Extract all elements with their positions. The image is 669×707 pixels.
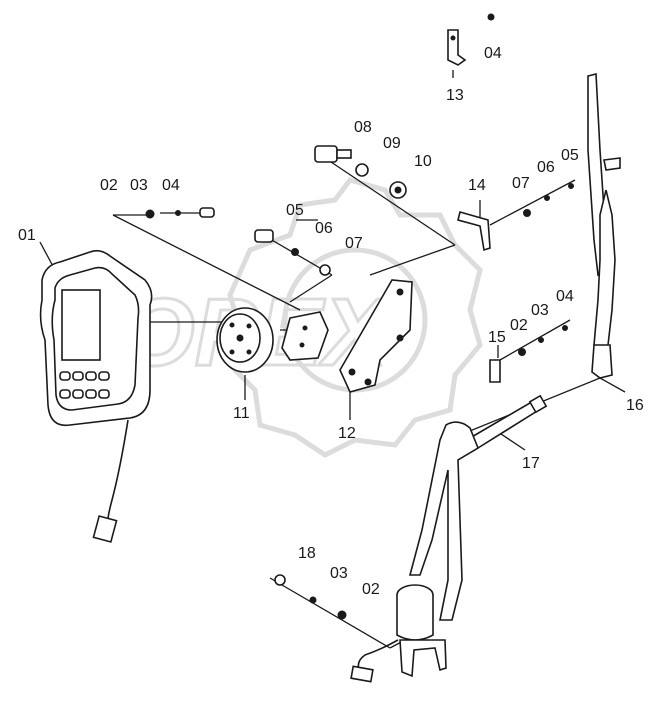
watermark-gear	[227, 177, 483, 458]
fasteners-upper	[314, 145, 407, 199]
leader-18-row	[269, 577, 391, 649]
fasteners-left	[145, 207, 215, 219]
fasteners-lower	[274, 574, 347, 620]
clip-13	[447, 13, 495, 66]
callout-04b: 04	[484, 45, 502, 62]
callout-07b: 07	[512, 175, 530, 192]
callout-18: 18	[298, 545, 316, 562]
wiper-arm	[587, 72, 621, 379]
display-monitor	[39, 249, 153, 543]
callout-06b: 06	[537, 159, 555, 176]
bolt-08	[314, 145, 338, 163]
washer-02a	[145, 209, 155, 219]
wiper-arm-hub	[591, 344, 613, 379]
display-cable	[107, 419, 129, 521]
mount-plate	[216, 307, 274, 373]
bolt-05b	[568, 183, 574, 189]
callout-04a: 04	[162, 177, 180, 194]
washer-06b	[544, 195, 550, 201]
callout-08: 08	[354, 119, 372, 136]
callout-11: 11	[233, 405, 250, 422]
washer-06a	[291, 248, 299, 256]
motor-connector	[350, 665, 374, 683]
display-screen	[61, 289, 101, 361]
clip-14	[457, 183, 574, 252]
callout-09: 09	[383, 135, 401, 152]
washer-03b	[538, 337, 544, 343]
bolt-05a	[254, 229, 274, 243]
leader-15-row	[499, 319, 571, 361]
nut-07b	[523, 209, 531, 217]
bolt-04a	[199, 207, 215, 218]
washer-02b	[518, 348, 526, 356]
leader-screen-to-bracket	[112, 214, 301, 311]
bolt-04c	[562, 325, 568, 331]
callout-03a: 03	[130, 177, 148, 194]
leader-14-row	[489, 179, 576, 226]
callout-03b: 03	[531, 302, 549, 319]
callout-04c: 04	[556, 288, 574, 305]
leader-08-row	[324, 157, 456, 246]
wiper-spindle	[468, 394, 548, 450]
callout-05b: 05	[561, 147, 579, 164]
callout-17: 17	[522, 455, 540, 472]
callout-16: 16	[626, 397, 644, 414]
clip-15	[489, 325, 568, 383]
callout-14: 14	[468, 177, 486, 194]
callout-02a: 02	[100, 177, 118, 194]
motor-cable	[357, 639, 399, 673]
callout-15: 15	[488, 329, 506, 346]
leader-08-down	[369, 244, 456, 276]
callout-05a: 05	[286, 202, 304, 219]
mounting-bracket	[339, 279, 413, 393]
callout-02b: 02	[510, 317, 528, 334]
nut-07a	[319, 264, 331, 276]
fasteners-middle	[254, 229, 331, 276]
callout-06a: 06	[315, 220, 333, 237]
nut-09	[355, 163, 369, 177]
callout-02c: 02	[362, 581, 380, 598]
display-connector	[92, 515, 118, 543]
washer-03c	[309, 596, 317, 604]
callout-07a: 07	[345, 235, 363, 252]
callout-03c: 03	[330, 565, 348, 582]
bolt-08-shank	[336, 149, 352, 159]
leader-07a-down	[289, 274, 333, 303]
callout-01: 01	[18, 227, 36, 244]
wiper-motor-arm	[350, 421, 479, 683]
small-bracket	[281, 311, 329, 361]
bolt-04b	[487, 13, 495, 21]
washer-02c	[337, 610, 347, 620]
callout-12: 12	[338, 425, 356, 442]
washer-03a	[175, 210, 181, 216]
nut-18	[274, 574, 286, 586]
callout-10: 10	[414, 153, 432, 170]
callout-13: 13	[446, 87, 464, 104]
display-buttons	[59, 371, 110, 399]
callout-labels: 01 02 03 04 05 06 07 08 09 10 11 12 13 0…	[18, 45, 644, 598]
leader-16	[599, 377, 626, 393]
